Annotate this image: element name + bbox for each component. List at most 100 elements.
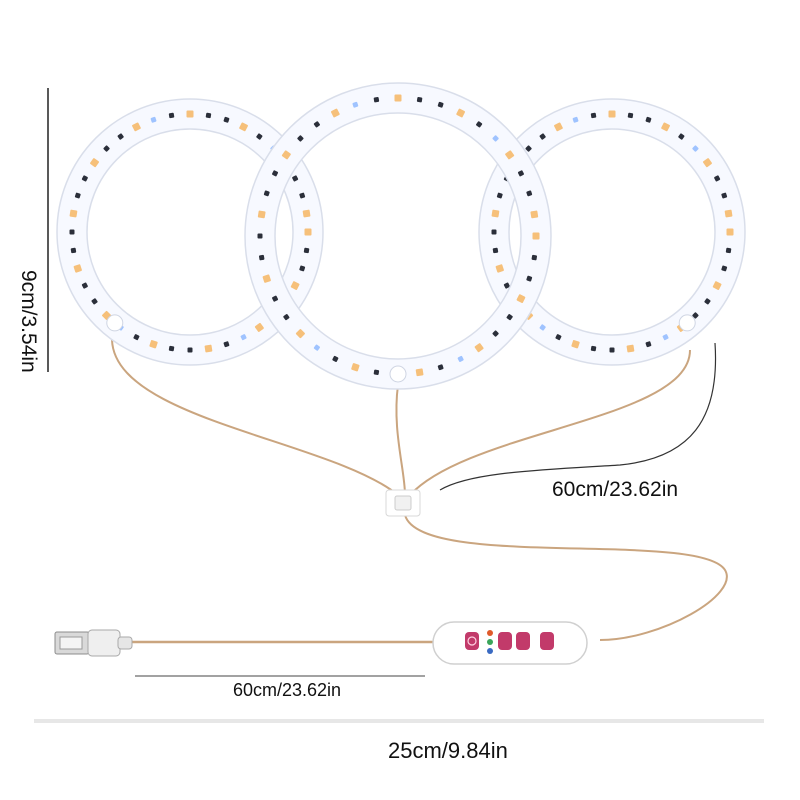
led-chip [302, 209, 311, 218]
led-chip [714, 175, 721, 182]
led-chip [254, 322, 264, 332]
led-chip [150, 116, 157, 123]
ring-cable-dimension-curve [439, 342, 717, 491]
led-chip [351, 363, 360, 372]
led-chip [517, 170, 524, 177]
led-chip [117, 133, 124, 140]
cable-entry-point [106, 314, 124, 332]
led-chip [555, 334, 562, 341]
led-chip [223, 341, 230, 348]
led-chip [415, 368, 424, 377]
usb-plug-icon [54, 629, 133, 657]
led-chip [81, 282, 88, 289]
controller-remote [432, 621, 588, 665]
led-chip [204, 344, 213, 353]
led-chip [297, 135, 304, 142]
led-chip [69, 229, 75, 235]
led-chip [645, 116, 652, 123]
led-chip [205, 112, 212, 119]
led-ring-center [244, 82, 552, 390]
led-rings [56, 82, 746, 390]
led-chip [304, 228, 312, 236]
led-chip [506, 314, 513, 321]
led-chip [258, 254, 265, 261]
usb-cable-length-label: 60cm/23.62in [233, 680, 342, 700]
led-chip [330, 108, 340, 118]
led-chip [590, 112, 597, 119]
led-chip [626, 344, 635, 353]
led-chip [81, 175, 88, 182]
led-chip [303, 247, 310, 254]
led-chip [257, 233, 263, 239]
led-chip [186, 110, 194, 118]
led-chip [352, 101, 359, 108]
led-chip [313, 344, 320, 351]
led-chip [516, 294, 526, 304]
led-chip [90, 158, 100, 168]
led-chip [272, 170, 279, 177]
led-chip [373, 369, 380, 376]
led-chip [627, 112, 634, 119]
led-chip [531, 254, 538, 261]
led-chip [526, 275, 533, 282]
led-chip [726, 228, 734, 236]
led-chip [503, 282, 510, 289]
led-chip [290, 281, 300, 290]
led-chip [299, 265, 306, 272]
led-chip [532, 232, 540, 240]
led-chip [692, 145, 699, 152]
led-chip [223, 116, 230, 123]
led-chip [609, 347, 615, 353]
led-chip [474, 343, 484, 353]
led-chip [496, 192, 503, 199]
led-chip [457, 355, 464, 362]
led-chip [437, 364, 444, 371]
ring-cable-length-label: 60cm/23.62in [552, 478, 679, 501]
led-chip [239, 122, 248, 132]
power-button-icon [498, 632, 512, 650]
led-chip [525, 145, 532, 152]
led-chip [590, 345, 597, 352]
led-chip [456, 108, 466, 118]
led-chip [313, 121, 320, 128]
led-chip [103, 145, 110, 152]
led-chip [295, 329, 305, 339]
led-chip [187, 347, 193, 353]
ring-cables [111, 339, 728, 641]
led-chip [299, 192, 306, 199]
led-chip [373, 96, 380, 103]
led-chip [492, 247, 499, 254]
led-chip [281, 150, 291, 160]
led-chip [678, 133, 685, 140]
led-chip [662, 334, 669, 341]
led-chip [257, 210, 266, 219]
led-chip [91, 298, 98, 305]
led-chip [554, 122, 563, 132]
led-chip [240, 334, 247, 341]
led-chip [256, 133, 263, 140]
led-chip [721, 192, 728, 199]
led-chip [262, 274, 271, 283]
led-chip [168, 345, 175, 352]
led-chip [283, 314, 290, 321]
led-chip [476, 121, 483, 128]
led-chip [702, 158, 712, 168]
led-chip [721, 265, 728, 272]
cable-junction-box [385, 489, 421, 517]
led-chip [133, 334, 140, 341]
led-chip [495, 264, 504, 273]
led-chip [572, 116, 579, 123]
led-chip [712, 281, 722, 290]
led-chip [491, 209, 500, 218]
led-chip [505, 150, 515, 160]
led-chip [73, 264, 82, 273]
led-chip [692, 312, 699, 319]
height-label: 9cm/3.54in [17, 270, 40, 373]
led-chip [132, 122, 141, 132]
timer-button-icon [465, 632, 479, 650]
led-chip [571, 340, 580, 349]
led-chip [437, 101, 444, 108]
led-chip [394, 94, 402, 102]
